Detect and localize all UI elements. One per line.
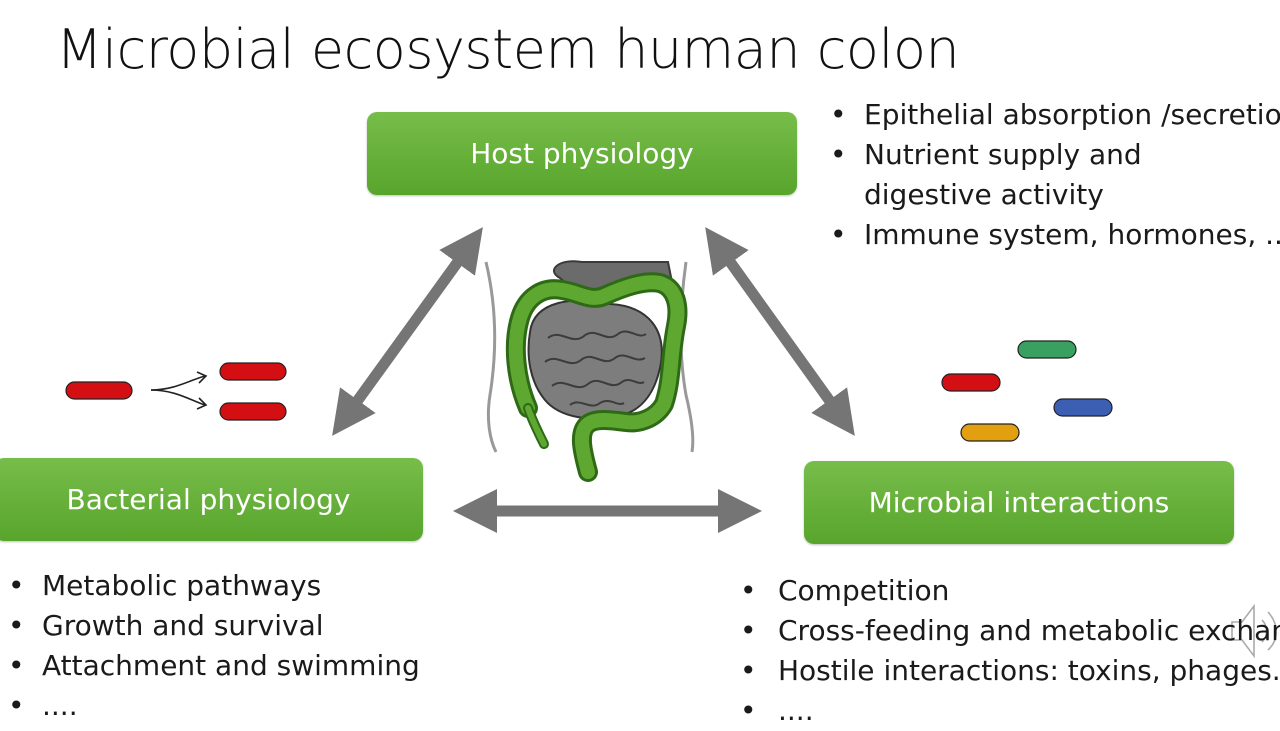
slide-title: Microbial ecosystem human colon: [56, 18, 960, 81]
microbial-interactions-box: Microbial interactions: [804, 461, 1234, 544]
bacterial-physiology-box: Bacterial physiology: [0, 458, 423, 541]
bacterium-red-daughter-1: [219, 362, 287, 381]
list-item: Metabolic pathways: [8, 566, 420, 606]
bacterium-red: [941, 373, 1001, 392]
list-item: Hostile interactions: toxins, phages....: [740, 651, 1280, 691]
list-item: Growth and survival: [8, 606, 420, 646]
list-item: Competition: [740, 571, 1280, 611]
bacterium-orange: [960, 423, 1020, 442]
bacterium-blue: [1053, 398, 1113, 417]
arrow-host-bacterial: [332, 227, 483, 436]
bacterium-red-single: [65, 381, 133, 400]
host-physiology-list: Epithelial absorption /secretion Nutrien…: [830, 95, 1280, 255]
list-item: Epithelial absorption /secretion: [830, 95, 1280, 135]
list-item: Immune system, hormones, ...: [830, 215, 1280, 255]
list-item: ....: [740, 691, 1280, 731]
host-physiology-box: Host physiology: [367, 112, 797, 195]
arrow-host-microbial: [705, 227, 855, 436]
bacterium-green: [1017, 340, 1077, 359]
division-arrow-icon: [65, 362, 287, 421]
list-item: Cross-feeding and metabolic exchange: [740, 611, 1280, 651]
colon-illustration: [484, 260, 695, 482]
list-item: Attachment and swimming: [8, 646, 420, 686]
microbial-interactions-list: Competition Cross-feeding and metabolic …: [740, 571, 1280, 731]
bacterium-red-daughter-2: [219, 402, 287, 421]
list-item: Nutrient supply and digestive activity: [830, 135, 1274, 215]
bacterial-physiology-list: Metabolic pathways Growth and survival A…: [8, 566, 420, 726]
list-item: ....: [8, 686, 420, 726]
